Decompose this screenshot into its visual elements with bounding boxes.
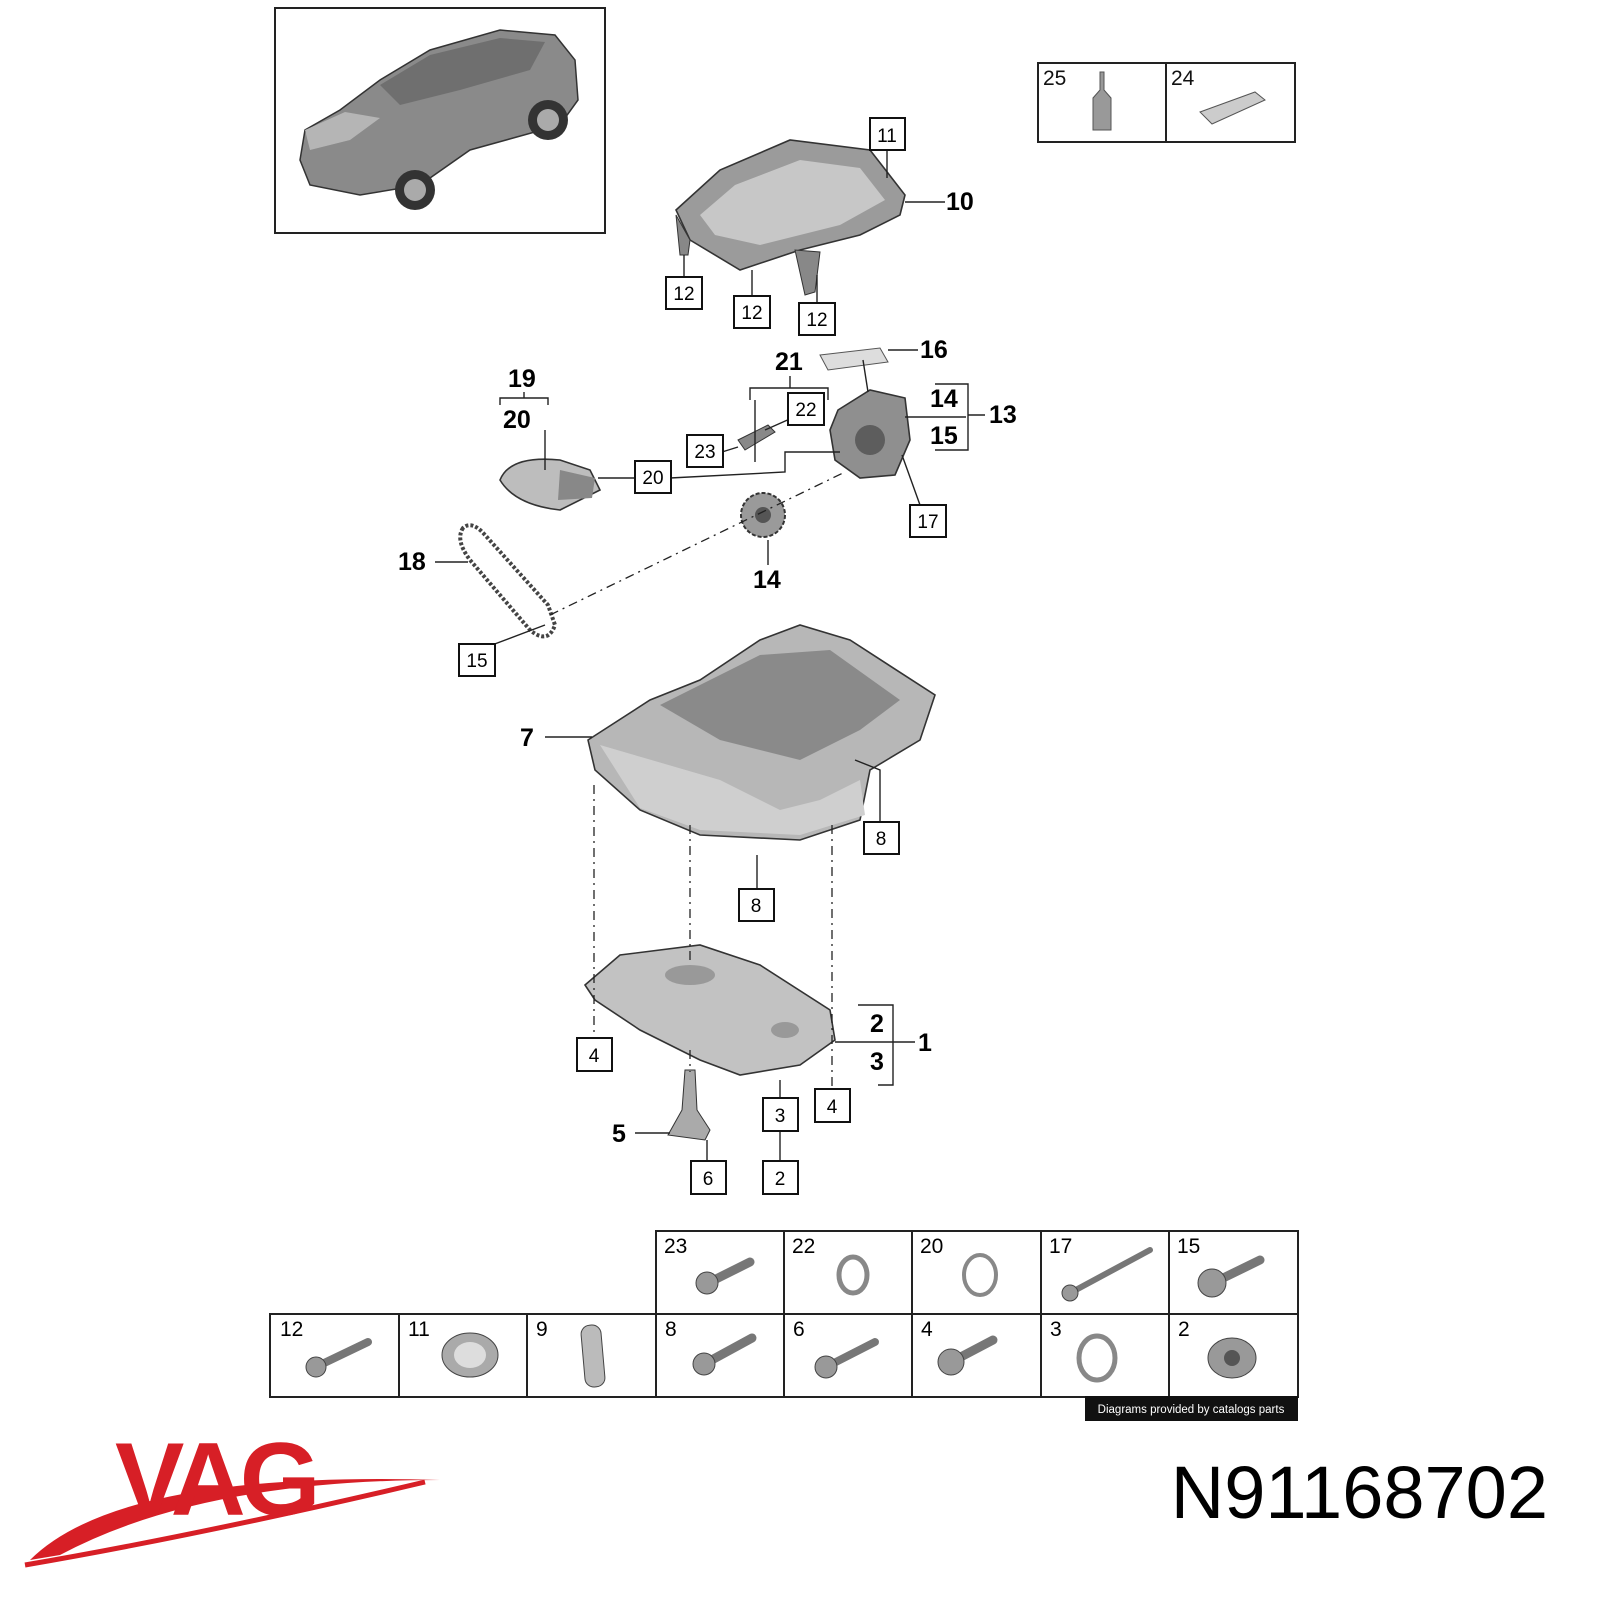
grease-tube-icon (1199, 91, 1266, 125)
part-upper-oil-pan-frame (675, 139, 906, 296)
leader-lines (435, 150, 985, 1162)
part-number: N91168702 (1171, 1451, 1548, 1534)
svg-text:22: 22 (795, 400, 816, 421)
svg-text:15: 15 (466, 651, 487, 672)
table-cell-number: 12 (280, 1318, 303, 1341)
table-cell-number: 3 (1050, 1318, 1062, 1341)
callout-12: 12 (665, 276, 703, 310)
callout-17: 17 (909, 504, 947, 538)
part-dipstick-tube (667, 1069, 711, 1141)
bolt-icon (695, 1257, 755, 1295)
table-cell-number: 4 (921, 1318, 933, 1341)
callout-4: 4 (576, 1037, 613, 1072)
svg-text:4: 4 (827, 1097, 838, 1118)
callout-14: 14 (930, 385, 958, 413)
svg-text:11: 11 (877, 126, 897, 147)
callout-20: 20 (634, 460, 672, 494)
svg-text:2: 2 (775, 1169, 786, 1190)
fastener-table-row-1: 23 22 20 17 15 (655, 1230, 1299, 1315)
svg-text:17: 17 (917, 512, 938, 533)
callout-2: 2 (870, 1010, 884, 1038)
short-bolt-icon (937, 1335, 998, 1376)
callout-19: 19 (508, 365, 536, 393)
dowel-pin-icon (580, 1324, 606, 1388)
table-cell-number: 20 (920, 1235, 943, 1258)
callout-14: 14 (753, 566, 781, 594)
callout-3: 3 (870, 1048, 884, 1076)
callout-23: 23 (686, 434, 724, 468)
bolt-icon (814, 1338, 879, 1379)
svg-text:8: 8 (876, 829, 887, 850)
table-cell-number: 11 (408, 1318, 430, 1341)
table-cell-number: 17 (1049, 1235, 1072, 1258)
svg-text:8: 8 (751, 896, 762, 917)
table-cell-number: 22 (792, 1235, 815, 1258)
table-cell-number: 23 (664, 1235, 687, 1258)
svg-text:23: 23 (694, 442, 715, 463)
part-oil-pump (819, 347, 911, 479)
part-control-valve (737, 424, 776, 451)
vag-logo: VAG (24, 1422, 440, 1568)
shoulder-bolt-icon (1197, 1255, 1265, 1298)
callout-18: 18 (398, 548, 426, 576)
fastener-table-row-2: 12 11 9 8 6 4 3 2 (269, 1313, 1299, 1398)
table-cell-number: 6 (793, 1318, 805, 1341)
bolt-icon (692, 1333, 757, 1376)
part-oil-pan-lower (583, 944, 836, 1076)
callout-15: 15 (930, 422, 958, 450)
part-sprocket (740, 492, 786, 538)
callout-16: 16 (920, 336, 948, 364)
o-ring-icon (836, 1254, 870, 1296)
table-cell-number: 25 (1043, 67, 1066, 90)
callout-5: 5 (612, 1120, 626, 1148)
bold-callouts: 10 16 21 19 20 14 15 13 18 14 7 2 3 1 5 (398, 188, 1017, 1148)
credit-text: Diagrams provided by catalogs parts (1098, 1404, 1285, 1416)
svg-text:12: 12 (673, 284, 694, 305)
callout-1: 1 (918, 1029, 932, 1057)
o-ring-icon (962, 1253, 998, 1297)
callout-20: 20 (503, 406, 531, 434)
svg-text:20: 20 (642, 468, 663, 489)
top-parts-table: 25 24 (1037, 62, 1296, 143)
credit-banner: Diagrams provided by catalogs parts (1085, 1396, 1298, 1421)
part-oil-pan-middle (587, 624, 936, 841)
table-cell-number: 24 (1171, 67, 1195, 90)
part-chain (458, 523, 558, 639)
callout-22: 22 (787, 392, 825, 426)
drain-plug-icon (1207, 1337, 1257, 1379)
callout-2: 2 (762, 1160, 799, 1195)
callout-12: 12 (733, 295, 771, 329)
long-bolt-icon (1061, 1247, 1153, 1302)
svg-text:3: 3 (775, 1106, 786, 1127)
callout-3: 3 (762, 1097, 799, 1132)
part-oil-strainer (499, 458, 602, 511)
callout-11: 11 (869, 117, 906, 151)
callout-8: 8 (863, 821, 900, 855)
table-cell-number: 9 (536, 1318, 548, 1341)
sealant-bottle-icon (1092, 71, 1112, 131)
logo-text: VAG (115, 1422, 315, 1538)
boxed-callouts: 11 12 12 12 22 23 20 17 15 8 8 4 4 3 2 6 (458, 117, 947, 1195)
callout-10: 10 (946, 188, 974, 216)
callout-21: 21 (775, 348, 803, 376)
bolt-icon (305, 1338, 372, 1378)
svg-text:6: 6 (703, 1169, 714, 1190)
callout-12: 12 (798, 302, 836, 336)
callout-7: 7 (520, 724, 534, 752)
callout-6: 6 (690, 1160, 727, 1195)
table-cell-number: 15 (1177, 1235, 1200, 1258)
callout-13: 13 (989, 401, 1017, 429)
callout-8: 8 (738, 888, 775, 922)
sleeve-icon (441, 1332, 499, 1378)
svg-text:4: 4 (589, 1046, 600, 1067)
vehicle-thumbnail (274, 7, 606, 234)
svg-text:12: 12 (806, 310, 827, 331)
sealing-ring-icon (1076, 1333, 1118, 1383)
callout-4: 4 (814, 1088, 851, 1123)
svg-text:12: 12 (741, 303, 762, 324)
table-cell-number: 8 (665, 1318, 677, 1341)
callout-15: 15 (458, 643, 496, 677)
table-cell-number: 2 (1178, 1318, 1190, 1341)
